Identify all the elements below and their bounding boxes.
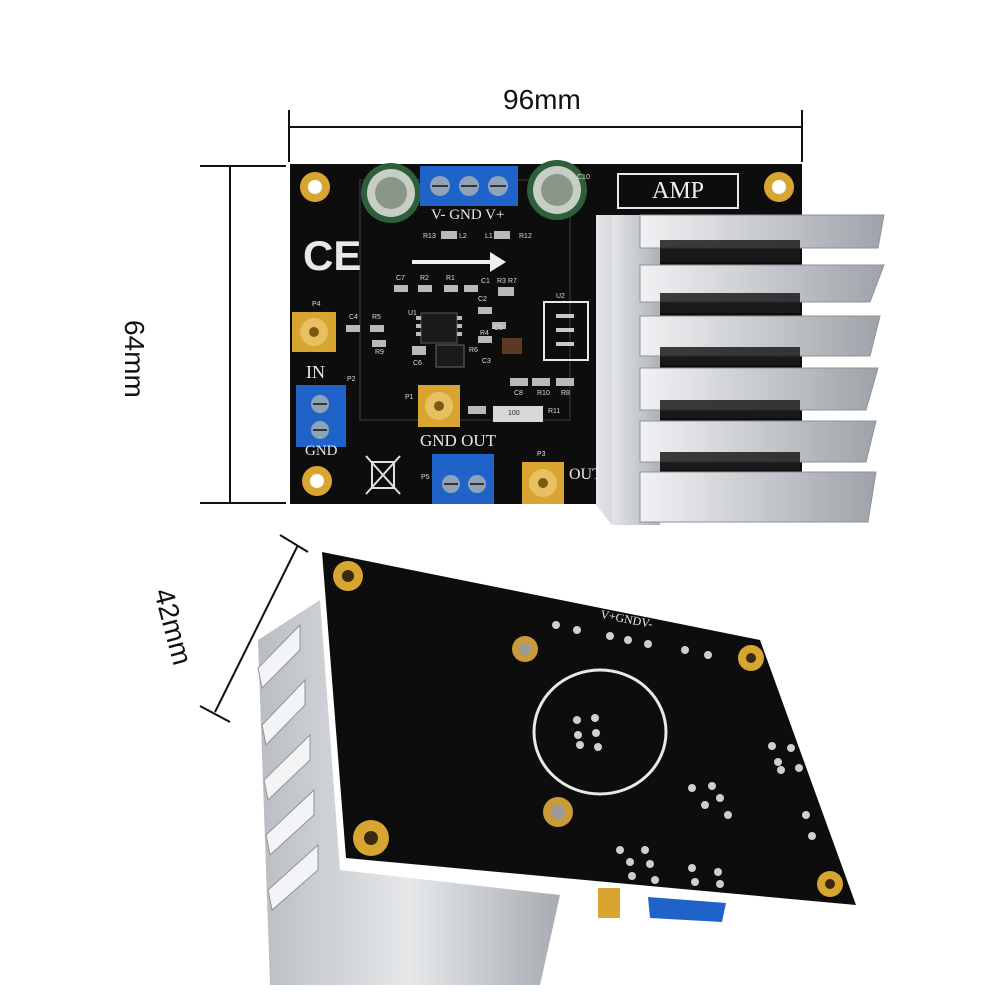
power-terminal-block — [420, 166, 518, 206]
out-label: OUT — [569, 466, 602, 483]
ref-l2: L2 — [459, 233, 467, 240]
input-gnd-label: GND — [305, 443, 338, 459]
ref-p4: P4 — [312, 301, 321, 308]
heatsink-footprint-circle — [532, 668, 668, 796]
ref-p2: P2 — [347, 376, 356, 383]
ref-c2: C2 — [478, 296, 487, 303]
ref-c1: C1 — [481, 278, 490, 285]
ref-p5: P5 — [421, 474, 430, 481]
output-label: GND OUT — [420, 431, 497, 450]
transistor-package — [435, 344, 465, 368]
resistor-value: 100 — [508, 410, 520, 417]
ref-r13: R13 — [423, 233, 436, 240]
sma-connector-bottom — [598, 888, 620, 918]
ref-r11: R11 — [548, 408, 561, 415]
electrolytic-capacitor-left — [361, 163, 421, 223]
ref-c4: C4 — [349, 314, 358, 321]
ref-r8: R8 — [561, 390, 570, 397]
ref-r7: R7 — [508, 278, 517, 285]
ref-p3: P3 — [537, 451, 546, 458]
ref-r4: R4 — [480, 330, 489, 337]
sma-connector-input — [292, 312, 336, 352]
ref-r12: R12 — [519, 233, 532, 240]
ce-mark: CE — [303, 232, 362, 279]
input-label: IN — [306, 362, 325, 382]
ref-l1: L1 — [485, 233, 493, 240]
ref-c3: C3 — [482, 358, 491, 365]
ref-p1: P1 — [405, 394, 414, 401]
ref-c5: C5 — [494, 325, 503, 332]
regulator-outline-u2 — [543, 301, 589, 361]
output-terminal-block — [432, 454, 494, 504]
ref-c7: C7 — [396, 275, 405, 282]
width-dimension-label: 96mm — [503, 84, 581, 115]
heatsink-bottom-view — [258, 600, 560, 985]
ref-r10: R10 — [537, 390, 550, 397]
sma-connector-p1 — [418, 385, 460, 427]
opamp-chip-u1 — [416, 312, 462, 344]
mounting-hole — [764, 172, 794, 202]
ref-r2: R2 — [420, 275, 429, 282]
tantalum-capacitor — [502, 338, 522, 354]
ref-u2: U2 — [556, 293, 565, 300]
weee-bin-icon — [365, 455, 401, 495]
power-terminal-label: V- GND V+ — [431, 207, 505, 223]
electrolytic-capacitor-right — [527, 160, 587, 220]
smd-components — [346, 231, 574, 414]
mounting-hole — [302, 466, 332, 496]
amp-label: AMP — [617, 173, 739, 209]
mounting-hole — [300, 172, 330, 202]
ref-r9: R9 — [375, 349, 384, 356]
ref-r1: R1 — [446, 275, 455, 282]
power-resistor — [493, 406, 543, 422]
ref-r5: R5 — [372, 314, 381, 321]
sma-connector-output — [522, 462, 564, 504]
ref-c8: C8 — [514, 390, 523, 397]
ref-c6: C6 — [413, 360, 422, 367]
ref-r3: R3 — [497, 278, 506, 285]
ref-u1: U1 — [408, 310, 417, 317]
input-terminal-block — [296, 385, 346, 447]
terminal-block-bottom — [648, 897, 726, 922]
ref-c10: C10 — [577, 174, 590, 181]
ref-r6: R6 — [469, 347, 478, 354]
